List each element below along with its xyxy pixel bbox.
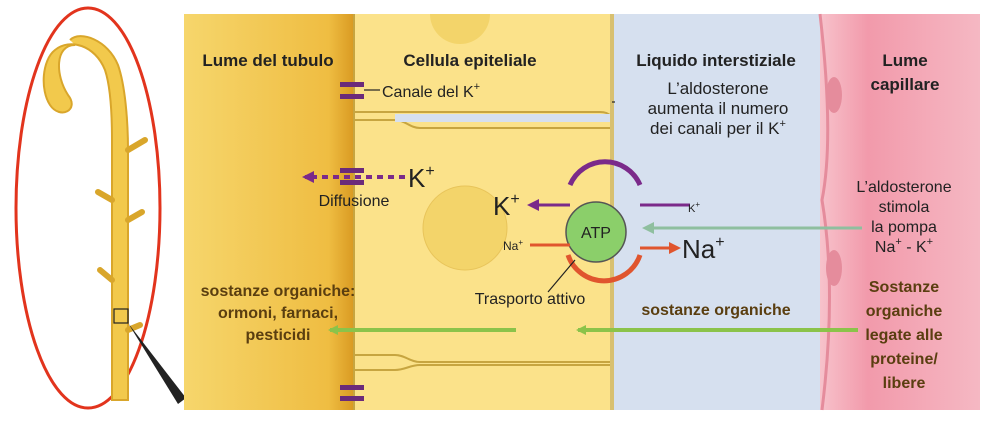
na-pump-in-text: Na — [503, 239, 519, 253]
organic-right-line-3: legate alle — [865, 327, 942, 344]
atp-circle — [565, 201, 627, 263]
tubule-branches — [95, 137, 148, 333]
aldo-pump-line-2: stimola — [879, 199, 930, 216]
k-channel-icon — [340, 82, 364, 99]
k-pump-out-plus: + — [510, 191, 519, 208]
k-pump-in-plus: + — [695, 200, 700, 209]
active-transport-label: Trasporto attivo — [475, 291, 586, 308]
capillary-region — [820, 14, 980, 410]
organic-mid-label: sostanze organiche — [641, 302, 790, 319]
header-capillary-2: capillare — [871, 75, 940, 94]
lumen-tubule-region — [184, 14, 354, 410]
nephron-overview — [14, 6, 186, 410]
outline-oval — [14, 6, 162, 410]
aldo-pump-line-3: la pompa — [871, 219, 937, 236]
k-channel-label: Canale del K+ — [382, 81, 480, 101]
k-pump-out-text: K — [493, 191, 511, 221]
na-pump-out-label: Na+ — [682, 234, 725, 264]
k-channel-text: Canale del K — [382, 84, 474, 101]
cell-membranes — [353, 13, 842, 411]
k-pump-in-label: K+ — [688, 200, 700, 215]
zoom-pointer — [128, 323, 186, 404]
k-diffusion-text: K — [408, 163, 426, 193]
aldo-pump-k: - K — [902, 239, 927, 256]
organic-right-line-1: Sostanze — [869, 279, 939, 296]
aldo-channels-line-1: L’aldosterone — [667, 79, 768, 98]
k-pump-out-label: K+ — [493, 191, 520, 221]
na-pump-in-label: Na+ — [503, 238, 523, 253]
aldo-pump-na-plus: + — [895, 236, 901, 248]
diffusion-label: Diffusione — [319, 193, 390, 210]
tubule-shape — [42, 35, 129, 401]
na-pump-in-plus: + — [518, 238, 523, 247]
k-pump-in-text: K — [688, 203, 696, 215]
na-pump-out-text: Na — [682, 234, 716, 264]
header-epithelial-cell: Cellula epiteliale — [403, 51, 536, 70]
organic-left-line-3: pesticidi — [246, 327, 311, 344]
organic-right-line-4: proteine/ — [870, 351, 938, 368]
active-transport-leader — [547, 259, 576, 293]
aldo-channels-plus: + — [780, 118, 786, 130]
k-channel-plus: + — [474, 81, 480, 93]
aldo-pump-na: Na — [875, 239, 896, 256]
zoom-box — [113, 308, 129, 324]
organic-right-line-5: libere — [883, 375, 926, 392]
header-lumen-tubule: Lume del tubulo — [202, 51, 333, 70]
aldo-pump-k-plus: + — [927, 236, 933, 248]
na-pump-out-plus: + — [715, 234, 724, 251]
k-channel-icon-3 — [340, 385, 364, 401]
atp-pump — [565, 159, 643, 284]
header-interstitial: Liquido interstiziale — [636, 51, 796, 70]
organic-left-line-1: sostanze organiche: — [201, 283, 356, 300]
aldo-pump-line-1: L’aldosterone — [856, 179, 951, 196]
nucleus — [422, 185, 508, 271]
nucleus-top — [430, 14, 490, 44]
k-diffusion-plus: + — [425, 163, 434, 180]
interstitial-region — [612, 14, 820, 410]
atp-label: ATP — [581, 225, 611, 242]
aldo-channels-text-3: dei canali per il K — [650, 119, 780, 138]
k-diffusion-label: K+ — [408, 163, 435, 193]
k-channel-icon-2 — [340, 168, 364, 185]
aldo-channels-line-2: aumenta il numero — [648, 99, 789, 118]
aldo-pump-line-4: Na+ - K+ — [875, 236, 933, 256]
header-capillary-1: Lume — [882, 51, 927, 70]
aldo-channels-line-3: dei canali per il K+ — [650, 118, 786, 138]
organic-left-line-2: ormoni, farnaci, — [218, 305, 338, 322]
organic-right-line-2: organiche — [866, 303, 943, 320]
